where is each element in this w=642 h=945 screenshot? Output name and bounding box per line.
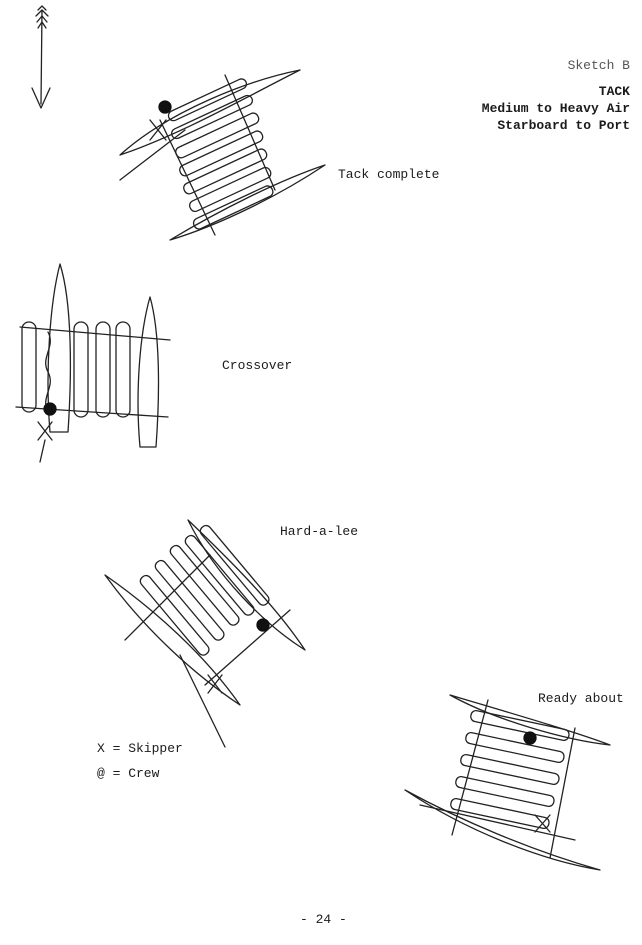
page-number: - 24 - [300,912,347,927]
catamaran-sketch-crossover [15,263,171,463]
diagram-subtitle-line1: Medium to Heavy Air [481,101,630,116]
legend-skipper: X = Skipper [97,741,183,756]
diagram-subtitle-line2: Starboard to Port [497,118,630,133]
wind-arrow-icon [31,5,51,109]
stage-label-ready-about: Ready about [538,691,624,706]
stage-label-tack-complete: Tack complete [338,167,440,182]
catamaran-sketch-tack-complete [119,69,326,241]
catamaran-sketch-ready-about [404,694,611,871]
sketch-label: Sketch B [567,58,630,73]
legend-crew: @ = Crew [97,766,160,781]
stage-label-hard-a-lee: Hard-a-lee [280,524,359,539]
stage-label-crossover: Crossover [222,358,293,373]
diagram-title: TACK [598,84,630,99]
catamaran-sketch-hard-a-lee [104,519,306,748]
